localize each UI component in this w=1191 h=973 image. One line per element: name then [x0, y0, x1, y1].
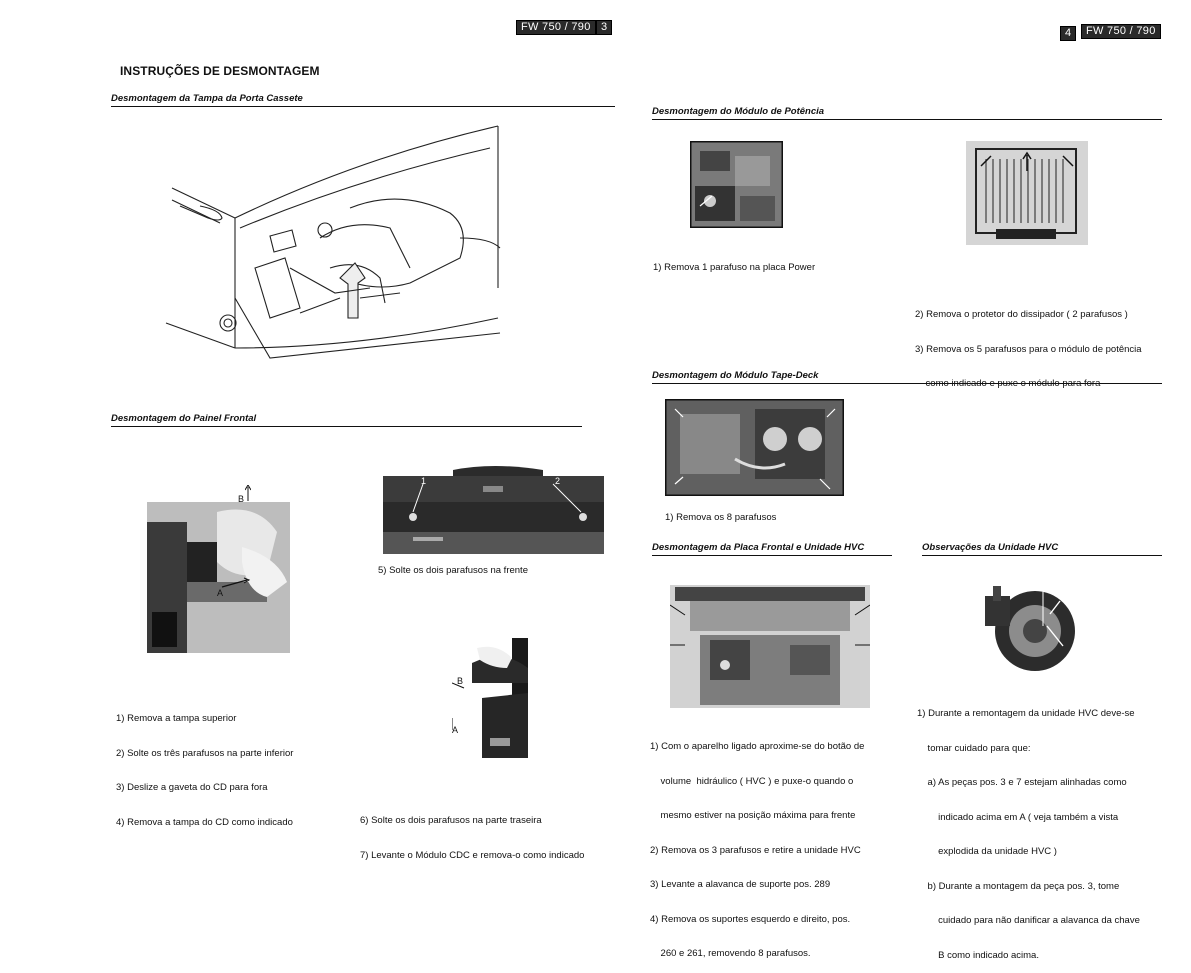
hvc-note: explodida da unidade HVC ): [917, 846, 1057, 857]
hvc-note: B como indicado acima.: [917, 949, 1039, 961]
hvc-steps: 1) Com o aparelho ligado aproxime-se do …: [650, 718, 864, 971]
hvc-step: 3) Levante a alavanca de suporte pos. 28…: [650, 879, 831, 890]
front-panel-step: 2) Solte os três parafusos na parte infe…: [116, 747, 294, 759]
cassette-door-illustration: [160, 118, 505, 378]
front-panel-front-photo: [383, 462, 604, 558]
hvc-notes: 1) Durante a remontagem da unidade HVC d…: [917, 685, 1140, 973]
power-board-photo: [690, 141, 783, 228]
power-step: 3) Remova os 5 parafusos para o módulo d…: [915, 343, 1142, 355]
section-heading-front-panel: Desmontagem do Painel Frontal: [111, 413, 582, 427]
label-b: B: [238, 494, 245, 504]
power-step1: 1) Remova 1 parafuso na placa Power: [653, 262, 816, 273]
section-heading-hvc-notes: Observações da Unidade HVC: [922, 542, 1162, 556]
hvc-step: 260 e 261, removendo 8 parafusos.: [650, 948, 811, 959]
hvc-note: tomar cuidado para que:: [917, 742, 1031, 754]
section-heading-hvc: Desmontagem da Placa Frontal e Unidade H…: [652, 542, 892, 556]
page-badge-number-right: 4: [1060, 26, 1077, 41]
hvc-note: 1) Durante a remontagem da unidade HVC d…: [917, 708, 1135, 719]
section-heading-cassette: Desmontagem da Tampa da Porta Cassete: [111, 93, 615, 107]
arrow-up-icon: [245, 485, 251, 501]
label-a: A: [217, 588, 224, 598]
hvc-step: 1) Com o aparelho ligado aproxime-se do …: [650, 741, 865, 752]
front-panel-steps-6-7: 6) Solte os dois parafusos na parte tras…: [360, 792, 584, 873]
tape-step1: 1) Remova os 8 parafusos: [665, 512, 777, 523]
hvc-step: mesmo estiver na posição máxima para fre…: [650, 810, 856, 821]
hvc-note: a) As peças pos. 3 e 7 estejam alinhadas…: [917, 777, 1127, 788]
section-heading-tape-deck: Desmontagem do Módulo Tape-Deck: [652, 370, 1162, 384]
front-panel-step: 6) Solte os dois parafusos na parte tras…: [360, 815, 542, 826]
heatsink-photo: [966, 141, 1088, 245]
front-screw-label-2: 2: [555, 476, 561, 486]
page-title: INSTRUÇÕES DE DESMONTAGEM: [120, 64, 320, 78]
page-badge-model-right: FW 750 / 790: [1081, 24, 1161, 39]
front-panel-step: 7) Levante o Módulo CDC e remova-o como …: [360, 849, 585, 861]
hvc-note: indicado acima em A ( veja também a vist…: [917, 811, 1119, 823]
front-panel-side-photo: [147, 502, 290, 653]
step5-text: 5) Solte os dois parafusos na frente: [378, 565, 528, 576]
rear-label-b: B: [457, 676, 464, 686]
front-screw-label-1: 1: [421, 476, 427, 486]
rear-label-a: A: [452, 725, 459, 735]
hvc-note: b) Durante a montagem da peça pos. 3, to…: [917, 880, 1120, 892]
page-badge-model: FW 750 / 790: [516, 20, 596, 35]
power-step: 2) Remova o protetor do dissipador ( 2 p…: [915, 309, 1128, 320]
hvc-step: 2) Remova os 3 parafusos e retire a unid…: [650, 844, 861, 856]
front-panel-steps-1-4: 1) Remova a tampa superior 2) Solte os t…: [116, 690, 293, 840]
front-panel-step: 3) Deslize a gaveta do CD para fora: [116, 782, 268, 793]
hvc-note: cuidado para não danificar a alavanca da…: [917, 915, 1140, 926]
hvc-step: 4) Remova os suportes esquerdo e direito…: [650, 913, 851, 925]
front-panel-step: 1) Remova a tampa superior: [116, 713, 237, 724]
rear-screws-photo: [452, 638, 528, 758]
hvc-front-plate-photo: [670, 585, 870, 708]
front-panel-step: 4) Remova a tampa do CD como indicado: [116, 816, 293, 828]
page-badge-number: 3: [596, 20, 613, 35]
hvc-unit-photo: [975, 586, 1085, 676]
section-heading-power-module: Desmontagem do Módulo de Potência: [652, 106, 1162, 120]
tape-deck-photo: [665, 399, 844, 496]
hvc-step: volume hidráulico ( HVC ) e puxe-o quand…: [650, 775, 854, 787]
